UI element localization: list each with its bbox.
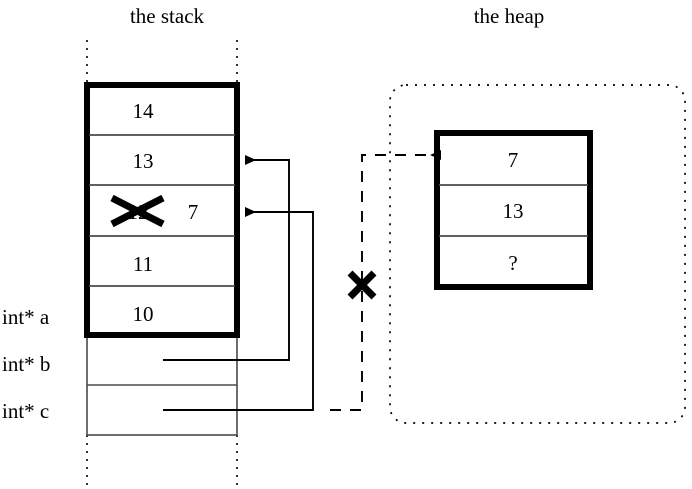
heap-cell-value-0: 7: [507, 148, 519, 172]
pointer-label-a: int* a: [2, 305, 50, 329]
stack-frame: [84, 82, 240, 338]
stack-cell-value-1: 13: [132, 149, 154, 173]
pointer-label-b: int* b: [2, 352, 51, 376]
stack-cell-value-4: 10: [132, 302, 154, 326]
connector-c-to-stack: [163, 207, 314, 411]
heap-cell-value-2: ?: [508, 251, 518, 275]
heap-cell-value-1: 13: [502, 199, 524, 223]
stack-cell-value-3: 11: [132, 252, 154, 276]
connector-dangling-to-heap: [330, 150, 441, 411]
stack-title: the stack: [129, 4, 205, 28]
stack-cell-value-2-struck: 12: [127, 200, 149, 224]
heap-title: the heap: [473, 4, 545, 28]
stack-cell-value-2-new: 7: [187, 200, 199, 224]
stack-cell-value-0: 14: [132, 99, 154, 123]
connector-b-to-stack: [163, 155, 290, 361]
pointer-label-c: int* c: [2, 399, 50, 423]
broken-link-cross-icon: [347, 270, 377, 300]
struck-value-cross-icon: [110, 194, 165, 228]
heap-block-frame: [434, 130, 593, 290]
stack-guide-lines: [86, 40, 238, 486]
